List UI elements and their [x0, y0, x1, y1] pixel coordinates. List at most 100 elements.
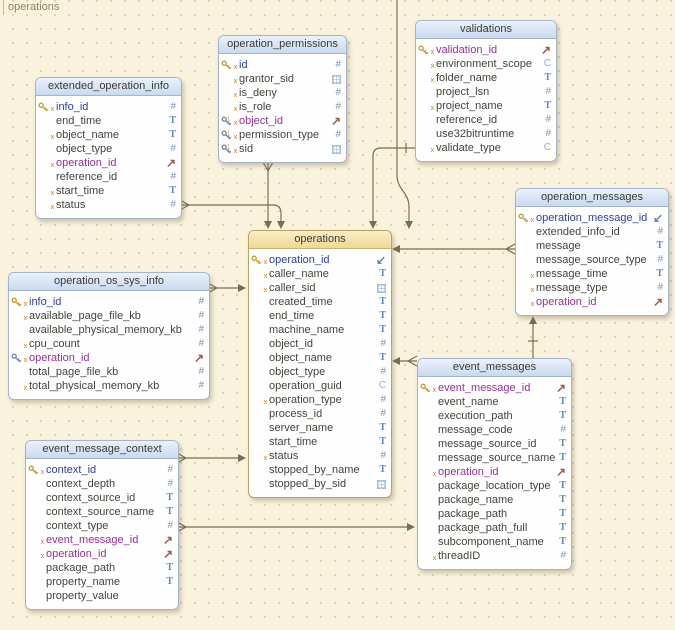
column-row-project_lsn[interactable]: project_lsn#	[416, 85, 556, 99]
numeric-type-icon: #	[657, 282, 663, 293]
table-header-operation_permissions[interactable]: operation_permissions	[219, 36, 346, 54]
column-row-extended_info_id[interactable]: extended_info_id#	[516, 225, 668, 239]
column-row-context_depth[interactable]: context_depth#	[26, 477, 178, 491]
column-row-context_type[interactable]: context_type#	[26, 519, 178, 533]
table-header-extended_operation_info[interactable]: extended_operation_info	[36, 78, 181, 96]
column-row-object_type[interactable]: object_type#	[249, 365, 391, 379]
column-row-property_value[interactable]: property_value	[26, 589, 178, 603]
table-header-operations[interactable]: operations	[249, 231, 391, 249]
text-type-icon: T	[656, 240, 663, 251]
not-null-marker: x	[50, 104, 55, 113]
table-header-operation_messages[interactable]: operation_messages	[516, 189, 668, 207]
column-row-total_page_file_kb[interactable]: total_page_file_kb#	[9, 365, 209, 379]
table-header-event_messages[interactable]: event_messages	[418, 359, 571, 377]
column-row-object_type[interactable]: object_type#	[36, 142, 181, 156]
column-name: object_id	[269, 338, 314, 350]
column-name: event_name	[438, 396, 499, 408]
column-row-use32bitruntime[interactable]: use32bitruntime#	[416, 127, 556, 141]
column-row-object_id[interactable]: object_id#	[249, 337, 391, 351]
column-row-process_id[interactable]: process_id#	[249, 407, 391, 421]
table-header-event_message_context[interactable]: event_message_context	[26, 441, 178, 459]
unique-key-1-icon: 1	[221, 144, 232, 155]
column-row-reference_id[interactable]: reference_id#	[416, 113, 556, 127]
column-row-available_physical_memory_kb[interactable]: available_physical_memory_kb#	[9, 323, 209, 337]
column-row-message_source_type[interactable]: message_source_type#	[516, 253, 668, 267]
column-row-reference_id[interactable]: reference_id#	[36, 170, 181, 184]
table-header-validations[interactable]: validations	[416, 21, 556, 39]
column-row-message_code[interactable]: message_code#	[418, 423, 571, 437]
column-row-stopped_by_sid[interactable]: stopped_by_sid	[249, 477, 391, 491]
table-header-operation_os_sys_info[interactable]: operation_os_sys_info	[9, 273, 209, 291]
